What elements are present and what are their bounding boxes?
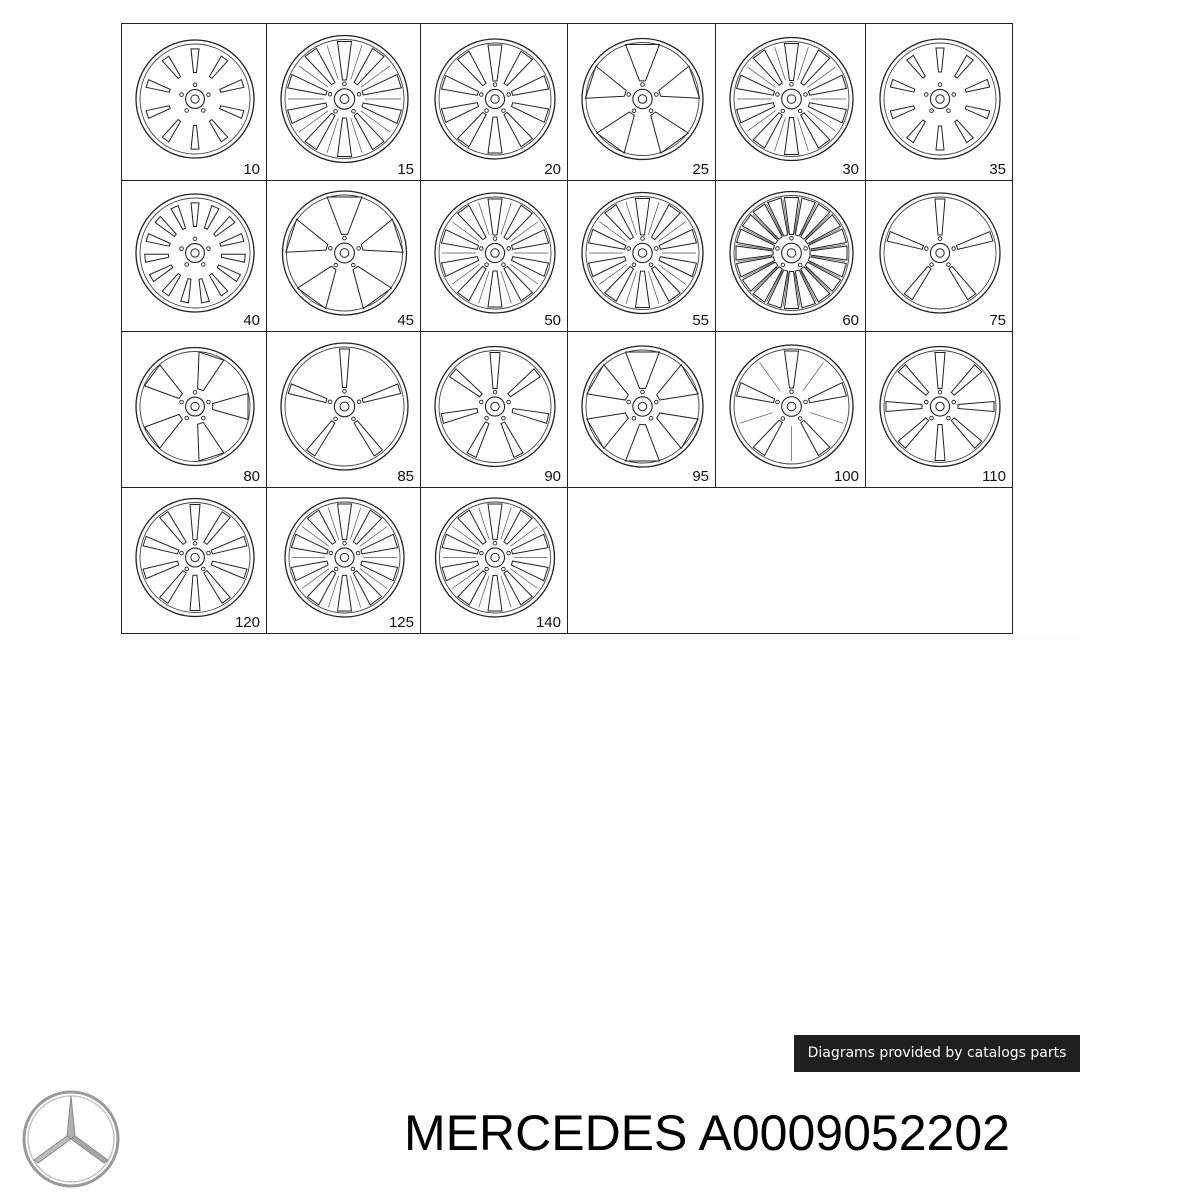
wheel-position-number: 50 xyxy=(544,312,561,329)
wheel-cell: 30 xyxy=(715,23,866,181)
wheel-drawing xyxy=(135,39,255,159)
wheel-drawing xyxy=(581,191,704,315)
wheel-drawing xyxy=(135,346,255,467)
wheel-drawing xyxy=(879,38,1001,160)
wheel-cell: 50 xyxy=(420,180,568,332)
wheel-drawing xyxy=(581,37,704,161)
wheel-position-number: 20 xyxy=(544,161,561,178)
wheel-position-number: 95 xyxy=(692,468,709,485)
wheel-cell: 140 xyxy=(420,487,568,634)
wheel-position-number: 30 xyxy=(842,161,859,178)
wheel-cell: 60 xyxy=(715,180,866,332)
wheel-position-number: 35 xyxy=(989,161,1006,178)
wheel-position-number: 15 xyxy=(397,161,414,178)
mercedes-star-icon xyxy=(22,1090,120,1188)
wheel-position-number: 45 xyxy=(397,312,414,329)
wheel-cell: 25 xyxy=(567,23,716,181)
wheel-position-number: 75 xyxy=(989,312,1006,329)
wheel-cell: 55 xyxy=(567,180,716,332)
wheel-drawing xyxy=(879,345,1001,468)
wheel-position-number: 120 xyxy=(234,614,260,631)
wheel-drawing xyxy=(434,497,556,618)
wheel-cell: 110 xyxy=(865,331,1013,488)
wheel-drawing xyxy=(284,497,405,618)
wheel-drawing xyxy=(135,497,255,618)
wheel-drawing xyxy=(729,36,854,162)
wheel-position-number: 10 xyxy=(243,161,260,178)
wheel-cell: 40 xyxy=(121,180,267,332)
wheel-drawing xyxy=(729,190,854,316)
wheel-drawing xyxy=(281,190,408,316)
wheel-position-number: 110 xyxy=(982,468,1006,485)
wheel-cell: 120 xyxy=(121,487,267,634)
wheel-cell: 90 xyxy=(420,331,568,488)
wheel-cell: 95 xyxy=(567,331,716,488)
wheel-drawing xyxy=(135,193,255,313)
wheel-cell: 35 xyxy=(865,23,1013,181)
wheel-cell: 45 xyxy=(266,180,421,332)
wheel-cell: 20 xyxy=(420,23,568,181)
wheel-drawing xyxy=(879,192,1001,314)
wheel-position-number: 85 xyxy=(397,468,414,485)
wheel-position-number: 60 xyxy=(842,312,859,329)
wheel-diagram-grid: 10 15 20 25 30 35 40 45 50 55 60 75 80 85 90 95 100 110 12… xyxy=(121,23,1013,634)
part-title: MERCEDES A0009052202 xyxy=(404,1105,1010,1161)
wheel-drawing xyxy=(581,345,704,468)
empty-cell xyxy=(567,487,1013,634)
wheel-cell: 10 xyxy=(121,23,267,181)
wheel-position-number: 100 xyxy=(833,468,859,485)
wheel-cell: 15 xyxy=(266,23,421,181)
wheel-position-number: 55 xyxy=(692,312,709,329)
wheel-drawing xyxy=(434,345,556,468)
wheel-drawing xyxy=(434,38,556,160)
wheel-position-number: 140 xyxy=(535,614,561,631)
wheel-cell: 75 xyxy=(865,180,1013,332)
wheel-drawing xyxy=(280,342,409,471)
wheel-drawing xyxy=(434,192,556,314)
wheel-drawing xyxy=(729,344,854,469)
wheel-cell: 85 xyxy=(266,331,421,488)
wheel-position-number: 90 xyxy=(544,468,561,485)
wheel-position-number: 40 xyxy=(243,312,260,329)
wheel-position-number: 80 xyxy=(243,468,260,485)
wheel-drawing xyxy=(280,34,409,164)
wheel-position-number: 25 xyxy=(692,161,709,178)
wheel-cell: 125 xyxy=(266,487,421,634)
credit-banner: Diagrams provided by catalogs parts xyxy=(794,1035,1080,1072)
wheel-cell: 100 xyxy=(715,331,866,488)
diagram-background xyxy=(120,634,1080,1072)
wheel-position-number: 125 xyxy=(388,614,414,631)
wheel-cell: 80 xyxy=(121,331,267,488)
